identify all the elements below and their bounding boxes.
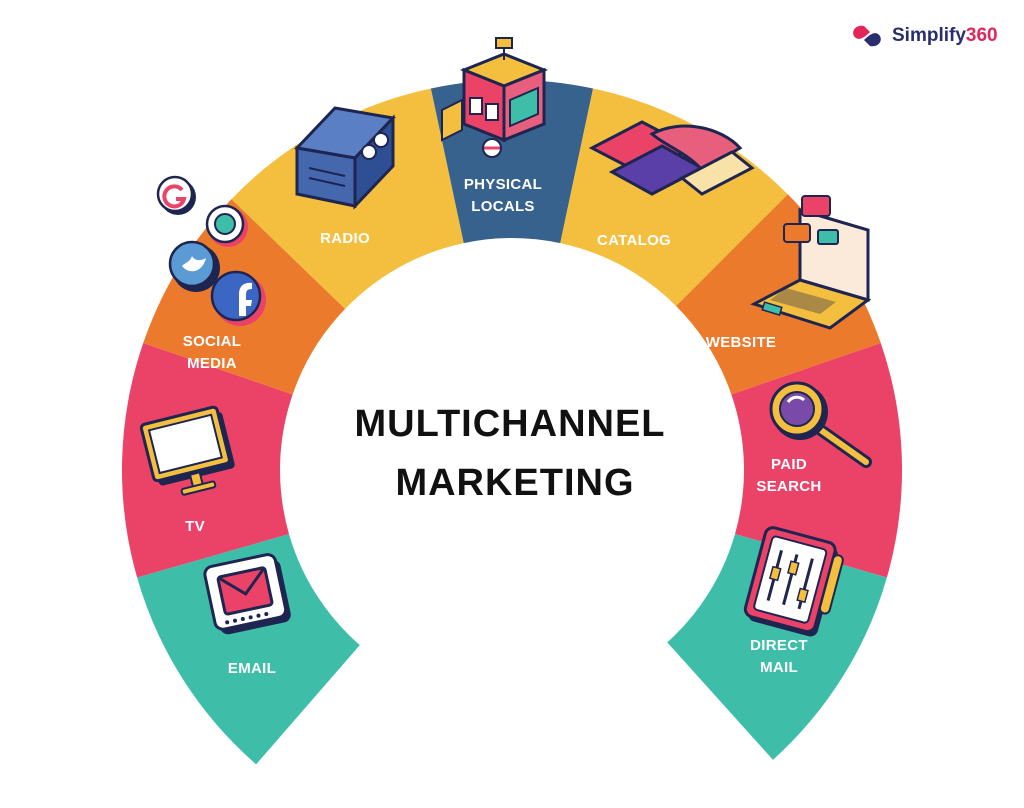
simplify360-logo-icon [853, 25, 881, 47]
center-title-line-1: MULTICHANNEL [354, 403, 665, 445]
google-app-icon [156, 175, 196, 215]
monitor-icon [139, 405, 235, 496]
segment-label-website: WEBSITE [706, 334, 776, 351]
icons-layer [139, 37, 872, 637]
storefront-icon [441, 37, 549, 158]
segment-label-tv: TV [185, 518, 205, 535]
segment-email [137, 533, 360, 765]
whatsapp-app-icon [205, 204, 248, 247]
radio-icon [293, 106, 397, 210]
envelope-icon [203, 553, 291, 635]
facebook-app-icon [210, 270, 266, 326]
center-title-line-2: MARKETING [395, 462, 634, 504]
brand-name: Simplify360 [892, 25, 998, 46]
segment-label-catalog: CATALOG [597, 232, 671, 249]
brand-logo: Simplify360 [848, 22, 998, 50]
segment-label-email: EMAIL [228, 660, 276, 677]
clipboard-icon [743, 526, 844, 637]
segment-label-radio: RADIO [320, 230, 370, 247]
chat-bubble-icon [783, 195, 839, 245]
laptop-icon [750, 195, 872, 330]
social-apps-icon [156, 175, 266, 326]
catalog-icon [588, 120, 755, 196]
twitter-app-icon [168, 240, 220, 292]
magnifier-icon [769, 381, 872, 468]
